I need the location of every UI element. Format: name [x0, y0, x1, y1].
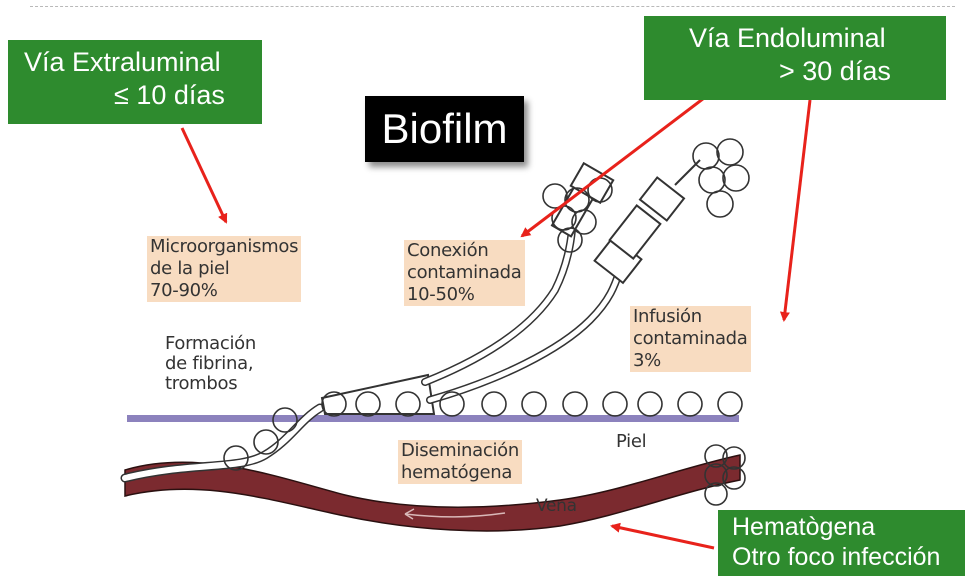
- extraluminal-label-box: Vía Extraluminal ≤ 10 días: [8, 40, 262, 124]
- label-line: hematógena: [398, 462, 522, 484]
- label-line: Microorganismos: [147, 236, 301, 258]
- label-line: de la piel: [147, 258, 301, 280]
- endoluminal-title: Vía Endoluminal: [689, 22, 946, 55]
- hematogena-title: Hematògena: [732, 512, 965, 542]
- extraluminal-title: Vía Extraluminal: [24, 46, 262, 79]
- arrow-endoluminal-infusion: [784, 100, 810, 320]
- biofilm-title: Biofilm: [365, 96, 524, 162]
- hematogena-subtitle: Otro foco infección: [732, 542, 965, 572]
- label-line: Diseminación: [398, 440, 522, 462]
- extraluminal-days: ≤ 10 días: [24, 79, 262, 112]
- label-piel: Piel: [616, 432, 646, 452]
- label-conexion: Conexión contaminada 10-50%: [404, 240, 525, 306]
- label-line: contaminada: [404, 262, 525, 284]
- label-line: 10-50%: [404, 284, 525, 306]
- label-line: 70-90%: [147, 280, 301, 302]
- label-formacion: Formación de fibrina, trombos: [165, 334, 256, 394]
- label-line: trombos: [165, 374, 256, 394]
- label-line: contaminada: [630, 328, 751, 350]
- label-line: de fibrina,: [165, 354, 256, 374]
- label-line: 3%: [630, 350, 751, 372]
- arrow-endoluminal-connection: [522, 92, 712, 236]
- arrow-extraluminal: [182, 128, 226, 222]
- label-diseminacion: Diseminación hematógena: [398, 440, 522, 484]
- catheter-hub: [322, 375, 434, 414]
- endoluminal-days: > 30 días: [689, 55, 946, 88]
- label-vena: Vena: [536, 496, 577, 516]
- label-line: Infusión: [630, 306, 751, 328]
- label-infusion: Infusión contaminada 3%: [630, 306, 751, 372]
- endoluminal-label-box: Vía Endoluminal > 30 días: [644, 16, 946, 100]
- hematogena-label-box: Hematògena Otro foco infección: [718, 510, 965, 576]
- biofilm-circles-infusion: [693, 139, 749, 217]
- label-line: Conexión: [404, 240, 525, 262]
- label-microorganismos: Microorganismos de la piel 70-90%: [147, 236, 301, 302]
- arrow-hematogena: [612, 526, 714, 548]
- label-line: Formación: [165, 334, 256, 354]
